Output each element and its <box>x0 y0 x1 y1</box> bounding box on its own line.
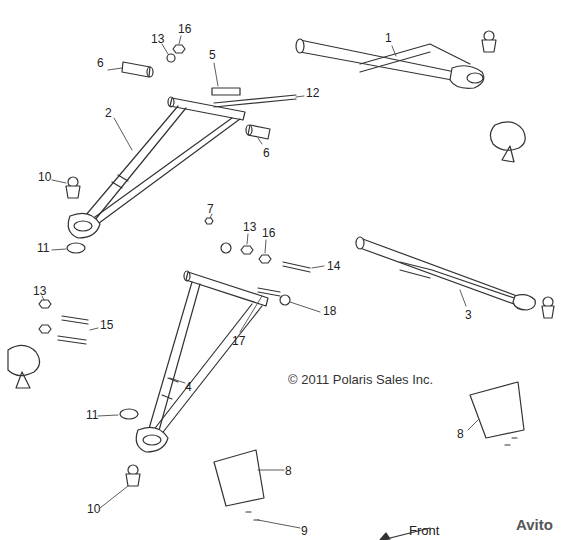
leader-lines <box>42 36 478 528</box>
callout-number: 10 <box>37 170 52 184</box>
bolt <box>214 95 296 107</box>
lower-a-arm <box>136 271 268 452</box>
callout-number: 15 <box>99 318 114 332</box>
bolt <box>258 288 280 296</box>
callout-number: 16 <box>261 226 276 240</box>
ring <box>120 409 138 419</box>
nut <box>173 45 185 53</box>
callout-number: 13 <box>150 32 165 46</box>
callout-number: 14 <box>326 259 341 273</box>
nut <box>241 246 253 254</box>
callout-number: 3 <box>464 308 473 322</box>
callout-number: 18 <box>322 304 337 318</box>
callout-number: 11 <box>36 241 50 255</box>
callout-number: 4 <box>184 380 193 394</box>
bolt <box>283 262 310 272</box>
callout-number: 6 <box>262 146 271 160</box>
guard-plate <box>470 382 524 438</box>
callout-number: 12 <box>305 86 320 100</box>
ring <box>67 243 85 253</box>
callout-number: 13 <box>242 220 257 234</box>
callout-number: 11 <box>85 408 99 422</box>
ball-joint <box>126 465 140 486</box>
nut <box>39 300 51 308</box>
ball-joint <box>66 177 80 198</box>
callout-number: 16 <box>177 22 192 36</box>
callout-number: 5 <box>208 48 217 62</box>
bushing <box>280 295 290 305</box>
upper-right-arm <box>296 31 496 88</box>
direction-label: Front <box>408 523 440 538</box>
lower-right-arm <box>356 237 554 318</box>
callout-number: 17 <box>231 334 246 348</box>
sleeve <box>212 88 240 95</box>
fitting <box>205 218 213 224</box>
nut <box>259 255 271 263</box>
callout-number: 2 <box>104 106 113 120</box>
copyright-note: © 2011 Polaris Sales Inc. <box>287 372 434 387</box>
bushing-end <box>246 125 252 135</box>
bushing-end <box>147 67 153 77</box>
watermark: Avito <box>515 516 554 533</box>
callout-number: 9 <box>300 524 309 538</box>
callout-number: 8 <box>284 464 293 478</box>
screw <box>505 438 517 445</box>
nut <box>167 54 175 62</box>
upper-a-arm <box>68 97 245 238</box>
guard-plate <box>214 450 264 506</box>
front-arrowhead <box>380 533 390 540</box>
knuckle <box>490 122 525 162</box>
bushing <box>122 62 150 77</box>
callout-number: 1 <box>384 31 393 45</box>
bolt <box>58 316 88 344</box>
callout-number: 6 <box>96 56 105 70</box>
callout-number: 13 <box>32 284 47 298</box>
screw <box>246 512 259 520</box>
callout-number: 7 <box>206 202 215 216</box>
nut <box>39 325 51 333</box>
knuckle <box>8 345 40 388</box>
callout-number: 10 <box>86 502 101 516</box>
callout-number: 8 <box>456 427 465 441</box>
bushing <box>221 243 231 253</box>
